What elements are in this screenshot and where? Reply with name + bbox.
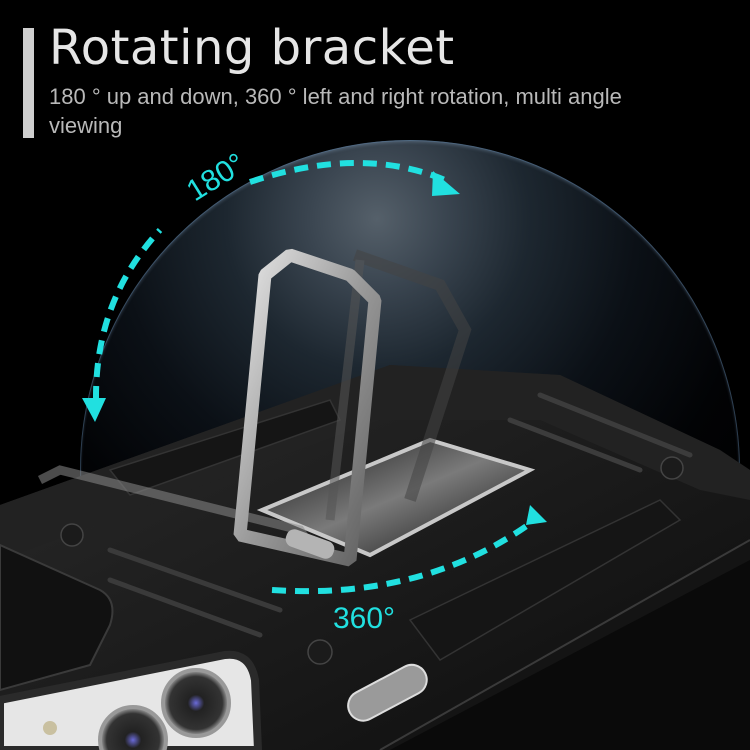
rotation-arc-360 bbox=[271, 505, 547, 595]
camera-lens-icon bbox=[98, 705, 168, 750]
ring-bracket bbox=[233, 248, 382, 567]
camera-module bbox=[0, 650, 263, 750]
arrow-up-icon bbox=[526, 505, 547, 525]
camera-lens-icon bbox=[161, 668, 231, 738]
title-accent-bar bbox=[23, 28, 34, 138]
flash-icon bbox=[43, 721, 57, 735]
banner-title: Rotating bracket bbox=[49, 20, 455, 76]
camera-slide-cover bbox=[0, 543, 114, 692]
banner-subtitle: 180 ° up and down, 360 ° left and right … bbox=[49, 84, 622, 138]
rotation-arc-180 bbox=[82, 160, 460, 422]
phone-case bbox=[0, 365, 750, 750]
side-button bbox=[347, 663, 428, 722]
ring-bracket-base bbox=[256, 437, 536, 558]
arrow-down-icon bbox=[82, 398, 106, 422]
hinge bbox=[285, 529, 335, 559]
arrow-right-icon bbox=[432, 171, 460, 196]
rotation-label-360: 360° bbox=[333, 602, 396, 635]
